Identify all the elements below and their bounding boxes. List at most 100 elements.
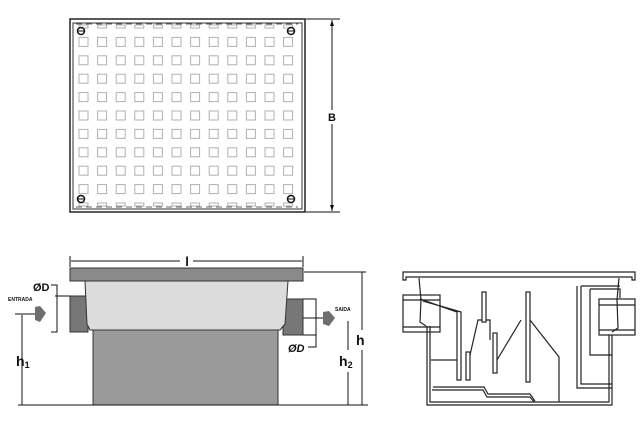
- inlet-pipe-stub: [69, 295, 89, 333]
- grate-square: [97, 36, 108, 47]
- lower-body: [92, 328, 279, 406]
- grate-square: [190, 165, 201, 176]
- grate-square: [208, 24, 219, 29]
- grate-square: [97, 202, 108, 207]
- grate-square: [283, 202, 294, 207]
- dimension-h-label: h: [356, 332, 365, 348]
- outlet-diameter-label: ØD: [288, 343, 305, 355]
- grate-square: [227, 73, 238, 84]
- grate-square: [264, 55, 275, 66]
- top-flange: [69, 267, 304, 282]
- grate-square: [115, 92, 126, 103]
- grate-square: [264, 110, 275, 121]
- grate-square: [97, 24, 108, 29]
- grate-square: [190, 55, 201, 66]
- dimension-B-label: B: [328, 112, 336, 124]
- grate-square: [227, 24, 238, 29]
- grate-square: [227, 184, 238, 195]
- inlet-label: ENTRADA: [8, 297, 33, 303]
- grate-square: [134, 92, 145, 103]
- grate-square: [283, 92, 294, 103]
- grate-square: [78, 92, 89, 103]
- grate-square: [115, 55, 126, 66]
- grate-square: [152, 110, 163, 121]
- grate-square: [264, 165, 275, 176]
- grate-square: [190, 73, 201, 84]
- grate-square: [264, 92, 275, 103]
- grate-square: [264, 147, 275, 158]
- grate-square: [115, 36, 126, 47]
- grate-square: [97, 110, 108, 121]
- inlet-diameter-label: ØD: [33, 282, 50, 294]
- grate-square: [283, 147, 294, 158]
- grate-square: [190, 24, 201, 29]
- grate-square: [208, 147, 219, 158]
- grate-square: [78, 36, 89, 47]
- grate-square: [227, 36, 238, 47]
- grate-square: [171, 92, 182, 103]
- grate-square: [171, 128, 182, 139]
- plan-outer-frame: [69, 18, 306, 213]
- outlet-arrow-icon: [323, 311, 335, 326]
- upper-body: [84, 280, 289, 331]
- side-elevation: l ENTRADA ØD SAIDA ØD h1 h2 h: [8, 254, 370, 406]
- grate-square: [283, 36, 294, 47]
- grate-square: [208, 165, 219, 176]
- grate-square: [115, 165, 126, 176]
- grate-square: [227, 147, 238, 158]
- grate-square: [171, 165, 182, 176]
- grate-square: [283, 184, 294, 195]
- grate-square: [115, 147, 126, 158]
- grate-square: [245, 73, 256, 84]
- grate-square: [190, 184, 201, 195]
- grate-square: [134, 110, 145, 121]
- bolt-icon: [76, 194, 86, 204]
- grate-square: [283, 128, 294, 139]
- grate-square: [97, 184, 108, 195]
- grate-square: [227, 128, 238, 139]
- grate-square: [78, 110, 89, 121]
- grate-square: [152, 202, 163, 207]
- section-flange: [402, 271, 636, 281]
- grate-square: [97, 73, 108, 84]
- bolt-icon: [286, 194, 296, 204]
- dimension-h1-label: h1: [16, 353, 30, 370]
- grate-square: [245, 128, 256, 139]
- grate-square: [190, 202, 201, 207]
- plan-inner-frame: [72, 22, 303, 210]
- grate-square: [208, 55, 219, 66]
- grate-square: [97, 147, 108, 158]
- grate-square: [283, 110, 294, 121]
- dimension-l: l: [69, 254, 304, 269]
- grate-square: [134, 128, 145, 139]
- grate-square: [115, 184, 126, 195]
- grate-square: [152, 128, 163, 139]
- grate-square: [78, 128, 89, 139]
- grate-square: [171, 184, 182, 195]
- grate-square: [152, 147, 163, 158]
- grate-square: [115, 73, 126, 84]
- grate-square: [171, 110, 182, 121]
- grate-square: [264, 24, 275, 29]
- grate-square: [134, 73, 145, 84]
- grate-square: [245, 202, 256, 207]
- grate-square: [97, 55, 108, 66]
- grate-square: [171, 55, 182, 66]
- plan-view: B: [69, 18, 340, 213]
- grate-square: [97, 165, 108, 176]
- grate-square: [245, 147, 256, 158]
- grate-square: [134, 55, 145, 66]
- grate-square: [283, 73, 294, 84]
- grate-square: [97, 92, 108, 103]
- grate-square: [78, 55, 89, 66]
- grate-square: [245, 110, 256, 121]
- grate-squares: [78, 24, 294, 207]
- grate-square: [208, 184, 219, 195]
- grate-square: [227, 110, 238, 121]
- grate-square: [227, 202, 238, 207]
- grate-square: [152, 24, 163, 29]
- grate-square: [208, 128, 219, 139]
- grate-square: [245, 24, 256, 29]
- grate-square: [78, 184, 89, 195]
- grate-square: [134, 202, 145, 207]
